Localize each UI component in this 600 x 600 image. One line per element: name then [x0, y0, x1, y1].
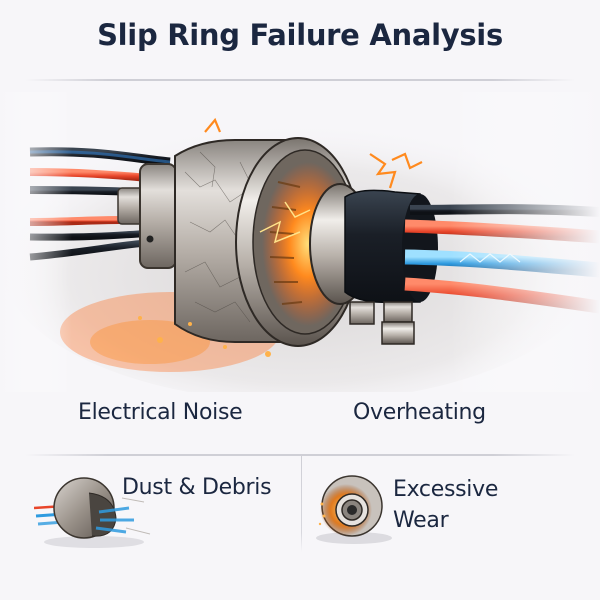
page-title: Slip Ring Failure Analysis: [97, 18, 503, 52]
dusty-slip-ring-icon: [34, 477, 151, 548]
failure-mode-excessive-wear: Excessive Wear: [393, 477, 499, 533]
slip-ring-illustration: [0, 92, 600, 392]
failure-mode-overheating: Overheating: [353, 400, 486, 425]
section-divider: [25, 454, 575, 456]
column-divider: [301, 456, 302, 552]
worn-bearing-icon: [316, 475, 392, 544]
failure-mode-electrical-noise: Electrical Noise: [78, 400, 243, 425]
title-divider: [25, 79, 575, 81]
failure-mode-dust-debris: Dust & Debris: [122, 475, 272, 500]
